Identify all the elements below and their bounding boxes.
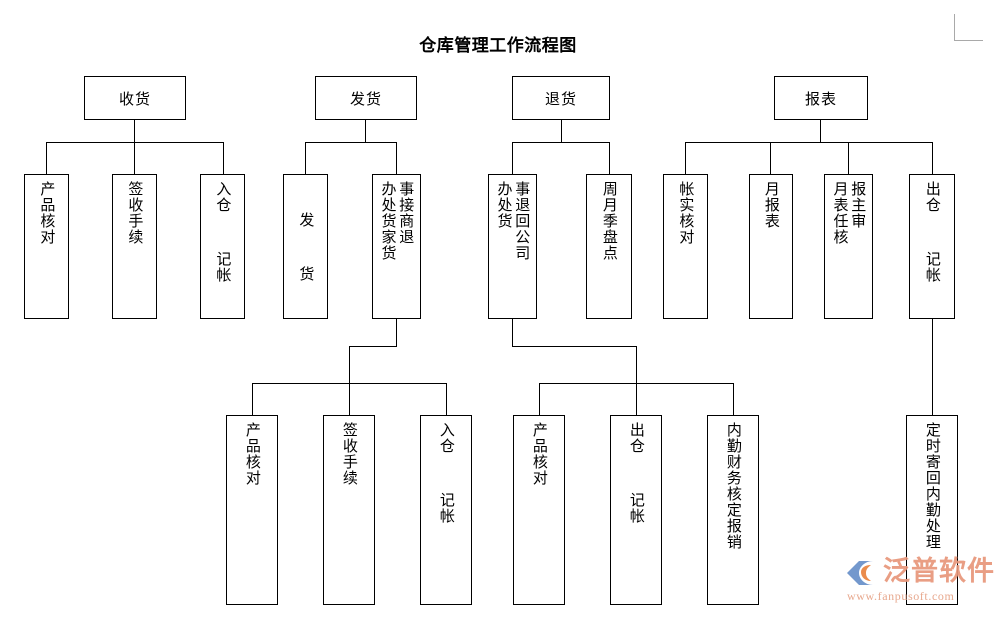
connector-shipping-sub-drop-2 — [349, 383, 350, 415]
node-label: 入仓 记帐 — [437, 422, 456, 524]
node-stock-ledger-reconcile[interactable]: 帐实核对 — [663, 174, 708, 319]
connector-receiving-stem — [134, 120, 135, 142]
connector-reports-drop-1 — [685, 142, 686, 174]
node-label: 月报表 — [762, 181, 781, 229]
connector-reports-stem — [820, 120, 821, 142]
connector-shipping-sub-drop-3 — [446, 383, 447, 415]
node-product-check-shipping[interactable]: 产品核对 — [226, 415, 278, 605]
connector-shipping-drop-2 — [396, 142, 397, 174]
node-label: 产品核对 — [243, 422, 262, 486]
connector-returns-sub-drop-3 — [733, 383, 734, 415]
node-monthly-report-manager-review[interactable]: 报主审 月表任核 — [824, 174, 873, 319]
node-returns-root[interactable]: 退货 — [512, 76, 610, 120]
node-monthly-report[interactable]: 月报表 — [749, 174, 793, 319]
node-admin-finance-approve-reimbursement[interactable]: 内勤财务核定报销 — [707, 415, 759, 605]
node-warehouse-in-record-shipping[interactable]: 入仓 记帐 — [420, 415, 472, 605]
node-warehouse-out-record-returns[interactable]: 出仓 记帐 — [610, 415, 662, 605]
node-label-col-left: 月表任核 — [831, 181, 850, 245]
node-signoff-procedure-receiving[interactable]: 签收手续 — [112, 174, 157, 319]
node-label: 周月季盘点 — [600, 181, 619, 261]
node-label: 定时寄回内勤处理 — [923, 422, 942, 550]
node-label: 签收手续 — [126, 181, 145, 245]
node-label-col-right: 事退回公司 — [513, 181, 532, 261]
connector-receiving-drop-3 — [223, 142, 224, 174]
connector-returns-stem — [561, 120, 562, 142]
connector-returns-bus — [512, 142, 610, 143]
connector-returns-sub-stem — [512, 319, 513, 346]
connector-returns-sub-drop — [636, 346, 637, 383]
page-title: 仓库管理工作流程图 — [419, 36, 577, 56]
connector-shipping-sub-elbow — [349, 346, 397, 347]
node-label: 产品核对 — [38, 181, 57, 245]
node-label: 内勤财务核定报销 — [724, 422, 743, 550]
node-ship-goods[interactable]: 发 货 — [283, 174, 328, 319]
connector-reports-drop-2 — [770, 142, 771, 174]
connector-returns-sub-elbow — [512, 346, 637, 347]
connector-shipping-bus — [305, 142, 397, 143]
connector-receiving-bus — [46, 142, 224, 143]
fanpu-logo-icon — [847, 561, 873, 585]
node-label: 产品核对 — [530, 422, 549, 486]
connector-returns-sub-drop-2 — [636, 383, 637, 415]
node-label: 入仓 记帐 — [214, 181, 233, 283]
node-office-return-to-company[interactable]: 事退回公司 办处货 — [488, 174, 537, 319]
node-label: 签收手续 — [340, 422, 359, 486]
node-label-col-left: 办处货家货 — [379, 181, 398, 261]
connector-shipping-sub-stem — [396, 319, 397, 346]
connector-shipping-sub-drop — [349, 346, 350, 383]
connector-returns-drop-2 — [609, 142, 610, 174]
node-scheduled-mail-to-admin[interactable]: 定时寄回内勤处理 — [906, 415, 958, 605]
connector-reports-sub-drop — [932, 319, 933, 415]
page-corner-mark — [954, 14, 983, 41]
node-label: 出仓 记帐 — [627, 422, 646, 524]
node-label: 帐实核对 — [677, 181, 696, 245]
connector-reports-drop-4 — [932, 142, 933, 174]
connector-shipping-stem — [365, 120, 366, 142]
connector-returns-drop-1 — [512, 142, 513, 174]
node-product-check-returns[interactable]: 产品核对 — [513, 415, 565, 605]
node-periodic-stocktake[interactable]: 周月季盘点 — [586, 174, 632, 319]
node-reports-root[interactable]: 报表 — [774, 76, 868, 120]
node-product-check-receiving[interactable]: 产品核对 — [24, 174, 69, 319]
connector-shipping-drop-1 — [305, 142, 306, 174]
node-label-col-right: 事接商退 — [397, 181, 416, 245]
node-signoff-procedure-shipping[interactable]: 签收手续 — [323, 415, 375, 605]
node-label-col-left: 办处货 — [495, 181, 514, 229]
connector-receiving-drop-2 — [134, 142, 135, 174]
connector-shipping-sub-drop-1 — [252, 383, 253, 415]
node-office-receive-and-handle-returns[interactable]: 事接商退 办处货家货 — [372, 174, 421, 319]
node-label: 出仓 记帐 — [923, 181, 942, 283]
connector-receiving-drop-1 — [46, 142, 47, 174]
connector-reports-drop-3 — [848, 142, 849, 174]
node-warehouse-out-record-reports[interactable]: 出仓 记帐 — [909, 174, 955, 319]
node-label: 发 货 — [297, 211, 316, 282]
connector-returns-sub-drop-1 — [539, 383, 540, 415]
connector-reports-bus — [685, 142, 933, 143]
node-shipping-root[interactable]: 发货 — [315, 76, 417, 120]
node-label-col-right: 报主审 — [849, 181, 868, 229]
node-warehouse-in-record-receiving[interactable]: 入仓 记帐 — [200, 174, 245, 319]
node-receiving-root[interactable]: 收货 — [84, 76, 186, 120]
